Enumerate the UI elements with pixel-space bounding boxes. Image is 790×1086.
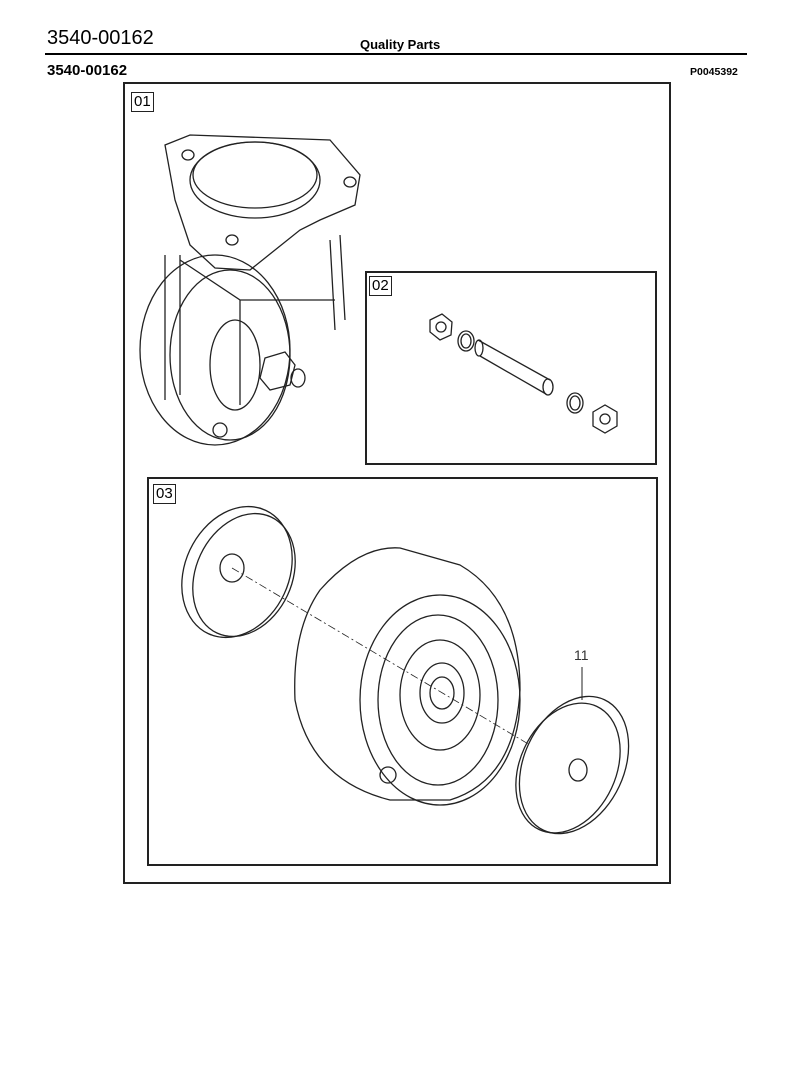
wheel-exploded-drawing	[181, 505, 630, 835]
panel-01-label: 01	[131, 92, 154, 112]
reference-number: P0045392	[690, 66, 738, 78]
header-title: Quality Parts	[360, 37, 441, 52]
document-number: 3540-00162	[47, 27, 154, 49]
axle-kit-drawing	[429, 313, 618, 434]
panel-02	[365, 271, 657, 465]
panel-02-label: 02	[369, 276, 392, 296]
panel-03-label: 03	[153, 484, 176, 504]
header-divider	[45, 53, 747, 55]
callout-11: 11	[574, 647, 589, 663]
caster-assembly-drawing	[139, 134, 361, 446]
panel-03	[147, 477, 658, 866]
part-number: 3540-00162	[47, 62, 128, 79]
illustration-frame	[123, 82, 671, 884]
